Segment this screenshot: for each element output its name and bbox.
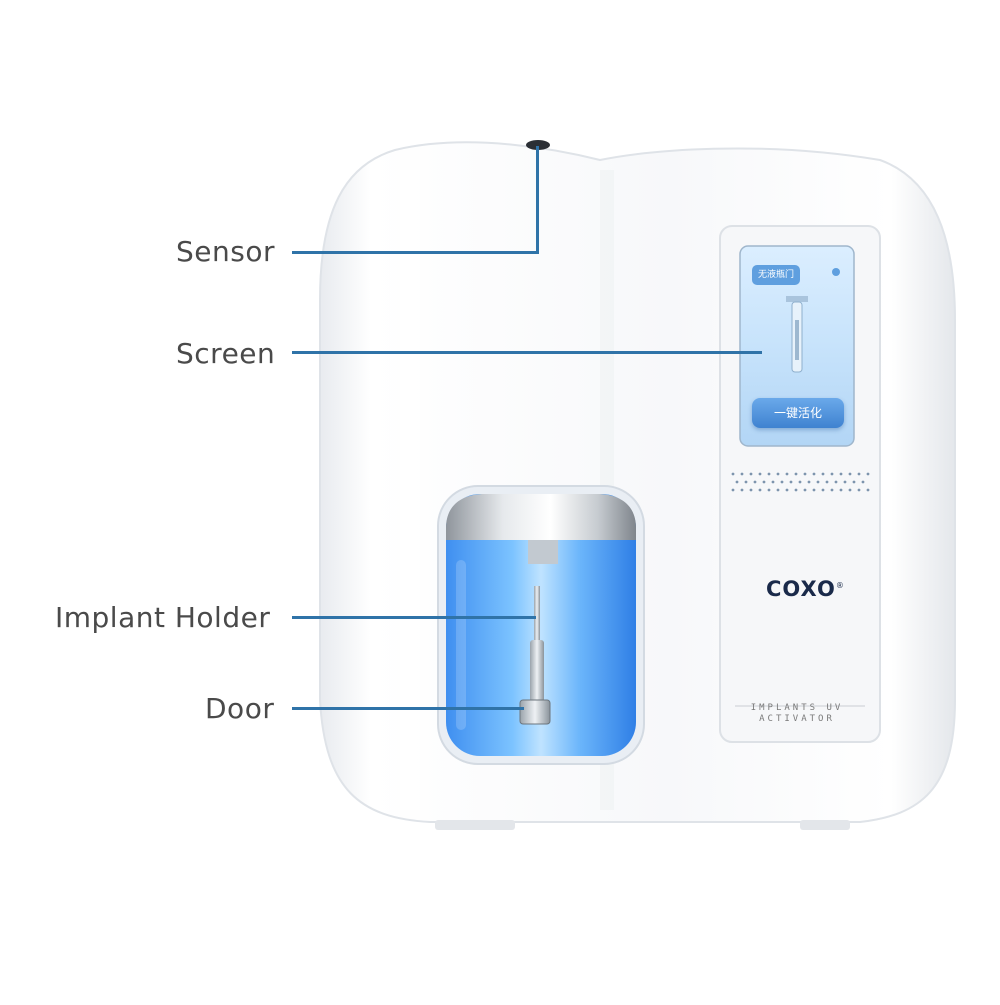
- activate-button[interactable]: 一键活化: [752, 398, 844, 428]
- implant-holder: [534, 586, 540, 646]
- sensor-label: Sensor: [176, 235, 275, 268]
- sensor-callout-riser: [536, 146, 539, 254]
- speaker-grille: [731, 472, 870, 492]
- chamber-cap: [446, 494, 636, 540]
- uv-chamber: [446, 494, 636, 756]
- screen-gear-icon: [832, 268, 840, 276]
- registered-mark: ®: [835, 581, 845, 590]
- implant-holder-label: Implant Holder: [55, 601, 271, 634]
- sensor-callout-line: [292, 251, 538, 254]
- screen-status-tag: 无液瓶门: [752, 265, 800, 285]
- implant: [519, 699, 551, 725]
- screen-callout-line: [292, 351, 762, 354]
- brand-name: COXO: [766, 577, 836, 601]
- model-line-1: IMPLANTS UV: [750, 703, 844, 713]
- model-line-2: ACTIVATOR: [759, 714, 835, 724]
- brand-logo: COXO®: [766, 577, 845, 601]
- sensor-dot: [526, 140, 550, 150]
- door-callout-line: [292, 707, 524, 710]
- door-label: Door: [205, 692, 275, 725]
- implant-holder-callout-line: [292, 616, 536, 619]
- screen-label: Screen: [176, 337, 276, 370]
